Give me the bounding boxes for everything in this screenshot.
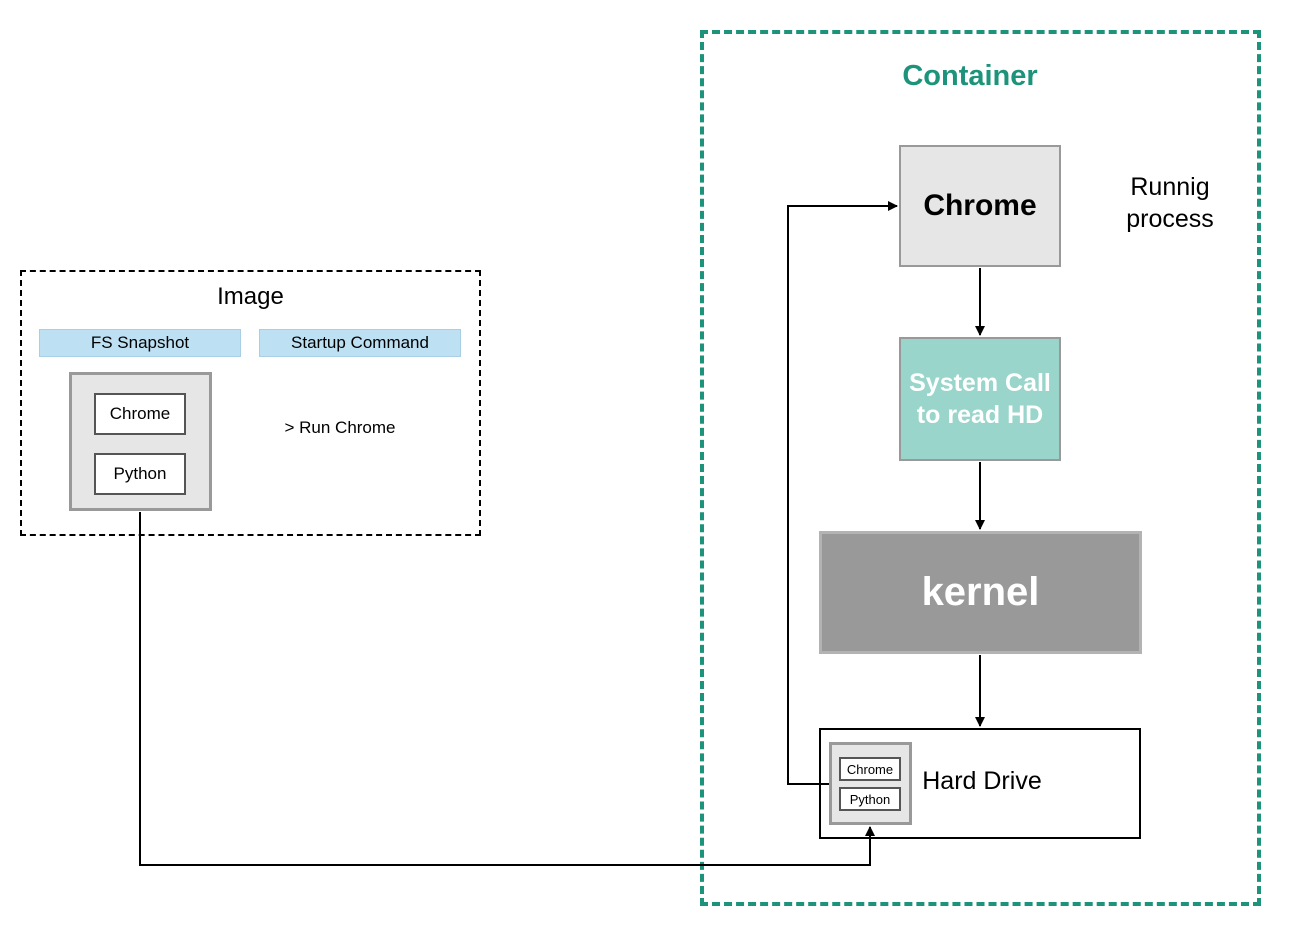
image-title: Image [217, 283, 284, 310]
hard-drive-snapshot [829, 742, 912, 825]
container-title: Container [902, 59, 1038, 92]
image-to-hard-drive-arrow [139, 512, 875, 866]
container-group [700, 30, 1261, 906]
chrome-process-box: Chrome [899, 145, 1061, 267]
fs-snapshot-tag: FS Snapshot [39, 329, 241, 357]
kernel-box: kernel [819, 531, 1142, 654]
hard-drive-file-chrome: Chrome [839, 757, 901, 781]
hard-drive-label: Hard Drive [922, 766, 1042, 795]
system-call-box: System Call to read HD [899, 337, 1061, 461]
startup-command-tag: Startup Command [259, 329, 461, 357]
image-file-chrome: Chrome [94, 393, 186, 435]
running-process-label: Runnig process [1126, 173, 1214, 233]
image-file-python: Python [94, 453, 186, 495]
image-group [20, 270, 481, 536]
startup-command-text: > Run Chrome [284, 418, 396, 437]
hard-drive-to-chrome-arrow [787, 201, 898, 785]
hard-drive-file-python: Python [839, 787, 901, 811]
